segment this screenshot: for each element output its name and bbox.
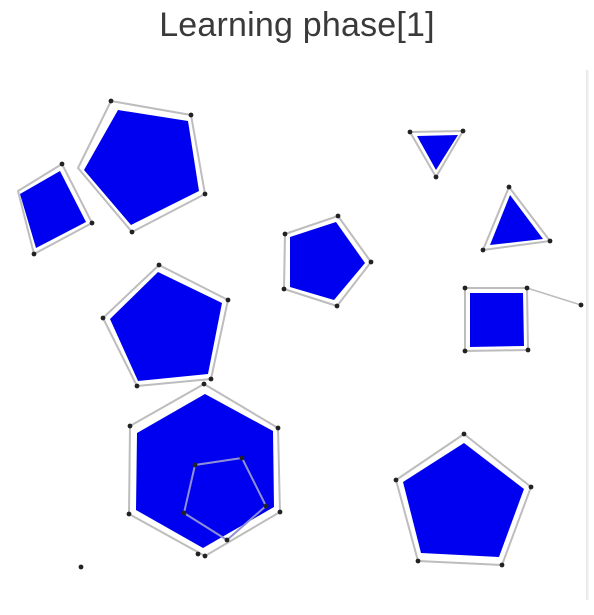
page-title: Learning phase[1] — [159, 6, 435, 44]
stray-point — [78, 564, 84, 570]
shape-triangle-right — [480, 184, 553, 253]
shape-pentagon-top-left — [77, 98, 208, 235]
right-edge-bar — [586, 70, 589, 600]
shape-pentagon-center — [281, 213, 374, 309]
shape-pentagon-inner-outline — [181, 455, 269, 543]
shape-pentagon-middle-left — [100, 262, 231, 389]
shape-square-left — [17, 161, 95, 257]
shape-pentagon-bottom-right — [393, 431, 534, 568]
shape-hexagon-bottom-left — [126, 381, 283, 559]
shape-triangle-top-right — [407, 128, 466, 180]
shape-square-right — [462, 285, 584, 354]
